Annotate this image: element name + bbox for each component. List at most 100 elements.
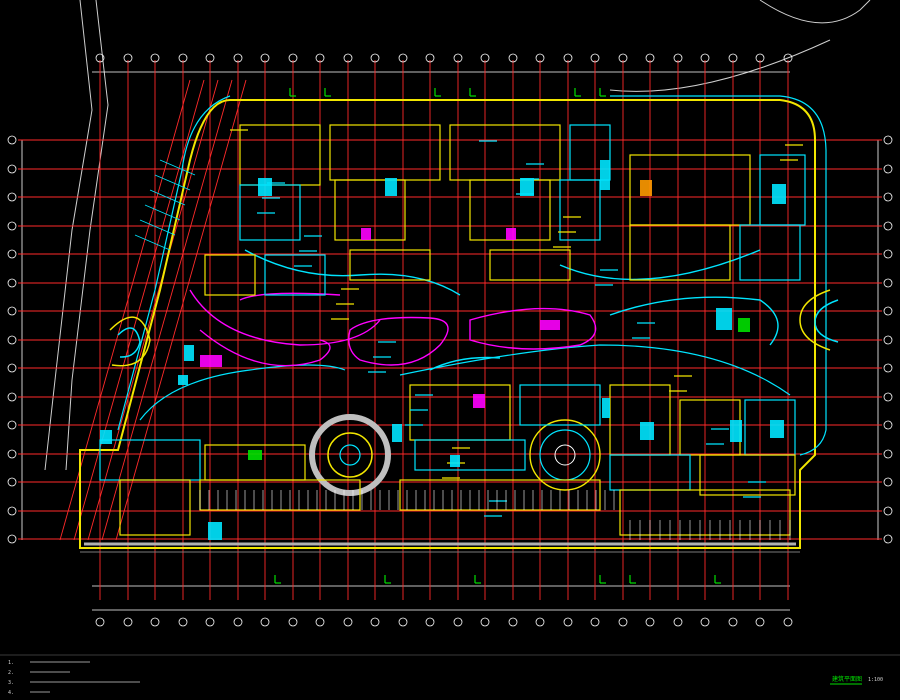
axis-bubble-top <box>618 53 628 63</box>
axis-bubble-top <box>700 53 710 63</box>
drawing-scale: 1:100 <box>868 677 883 683</box>
axis-bubble-right <box>883 135 893 145</box>
core-block <box>600 160 610 190</box>
core-block <box>248 450 262 460</box>
axis-bubble-bottom <box>370 617 380 627</box>
core-blocks <box>100 160 786 540</box>
core-block <box>506 228 516 240</box>
axis-bubble-top <box>645 53 655 63</box>
axis-bubble-bottom <box>150 617 160 627</box>
axis-bubble-bottom <box>95 617 105 627</box>
axis-bubble-right <box>883 506 893 516</box>
axis-bubble-top <box>755 53 765 63</box>
grid-line-diagonal <box>73 79 205 541</box>
grid-line-diagonal <box>87 79 219 541</box>
grid-line-diagonal <box>101 79 233 541</box>
axis-bubble-top <box>233 53 243 63</box>
room-outline <box>264 254 326 296</box>
core-block <box>716 308 732 330</box>
axis-bubble-top <box>425 53 435 63</box>
outer-curved-wall <box>117 95 827 456</box>
axis-bubble-bottom <box>673 617 683 627</box>
axis-bubble-right <box>883 534 893 544</box>
note-2: 2. <box>8 670 14 676</box>
core-block <box>392 424 402 442</box>
axis-bubble-right <box>883 221 893 231</box>
room-outline <box>399 479 601 511</box>
axis-bubble-right <box>883 335 893 345</box>
axis-bubble-right <box>883 477 893 487</box>
core-block <box>730 420 742 442</box>
axis-bubble-bottom <box>425 617 435 627</box>
site-boundary-lines <box>44 0 871 471</box>
grid-line-diagonal <box>115 79 247 541</box>
axis-bubble-bottom <box>700 617 710 627</box>
core-block <box>640 422 654 440</box>
axis-bubble-right <box>883 449 893 459</box>
axis-bubble-top <box>728 53 738 63</box>
grid-axis-bubbles <box>7 53 893 627</box>
axis-bubble-right <box>883 192 893 202</box>
axis-bubble-top <box>563 53 573 63</box>
axis-bubble-left <box>7 135 17 145</box>
axis-bubble-top <box>508 53 518 63</box>
room-partitions <box>99 124 806 536</box>
axis-bubble-left <box>7 164 17 174</box>
note-3: 3. <box>8 680 14 686</box>
room-outline <box>204 254 256 296</box>
core-block <box>473 394 485 408</box>
axis-bubble-top <box>480 53 490 63</box>
axis-bubble-top <box>535 53 545 63</box>
axis-bubble-top <box>123 53 133 63</box>
axis-bubble-top <box>590 53 600 63</box>
axis-bubble-left <box>7 192 17 202</box>
section-markers <box>274 88 721 584</box>
left-ramp-hatch <box>134 159 196 251</box>
axis-bubble-right <box>883 278 893 288</box>
core-block <box>100 430 112 444</box>
core-block <box>361 228 371 240</box>
axis-bubble-top <box>370 53 380 63</box>
room-outline <box>739 224 801 281</box>
room-outline <box>414 439 526 471</box>
axis-bubble-left <box>7 392 17 402</box>
axis-bubble-right <box>883 306 893 316</box>
core-block <box>184 345 194 361</box>
axis-bubble-bottom <box>563 617 573 627</box>
core-block <box>738 318 750 332</box>
building-outline <box>79 99 816 553</box>
axis-bubble-left <box>7 506 17 516</box>
axis-bubble-bottom <box>260 617 270 627</box>
axis-bubble-bottom <box>453 617 463 627</box>
axis-bubble-bottom <box>508 617 518 627</box>
axis-bubble-bottom <box>728 617 738 627</box>
core-block <box>450 455 460 467</box>
axis-bubble-bottom <box>205 617 215 627</box>
room-outline <box>119 479 191 536</box>
side-entrance-features <box>109 289 839 367</box>
axis-bubble-top <box>205 53 215 63</box>
axis-bubble-bottom <box>343 617 353 627</box>
room-outline <box>519 384 601 426</box>
axis-bubble-bottom <box>398 617 408 627</box>
axis-bubble-right <box>883 164 893 174</box>
core-block <box>208 522 222 540</box>
axis-bubble-bottom <box>645 617 655 627</box>
bottom-stall-lines <box>199 490 791 540</box>
core-block <box>640 180 652 196</box>
core-block <box>200 355 222 367</box>
grid-line-diagonal <box>59 79 191 541</box>
axis-bubble-left <box>7 221 17 231</box>
room-outline <box>699 454 796 496</box>
axis-bubble-left <box>7 363 17 373</box>
general-notes: 1. 2. 3. 4. <box>8 660 140 696</box>
axis-bubble-bottom <box>480 617 490 627</box>
core-block <box>258 178 272 196</box>
axis-bubble-bottom <box>535 617 545 627</box>
axis-bubble-right <box>883 420 893 430</box>
axis-bubble-left <box>7 249 17 259</box>
axis-bubble-left <box>7 278 17 288</box>
axis-bubble-bottom <box>618 617 628 627</box>
